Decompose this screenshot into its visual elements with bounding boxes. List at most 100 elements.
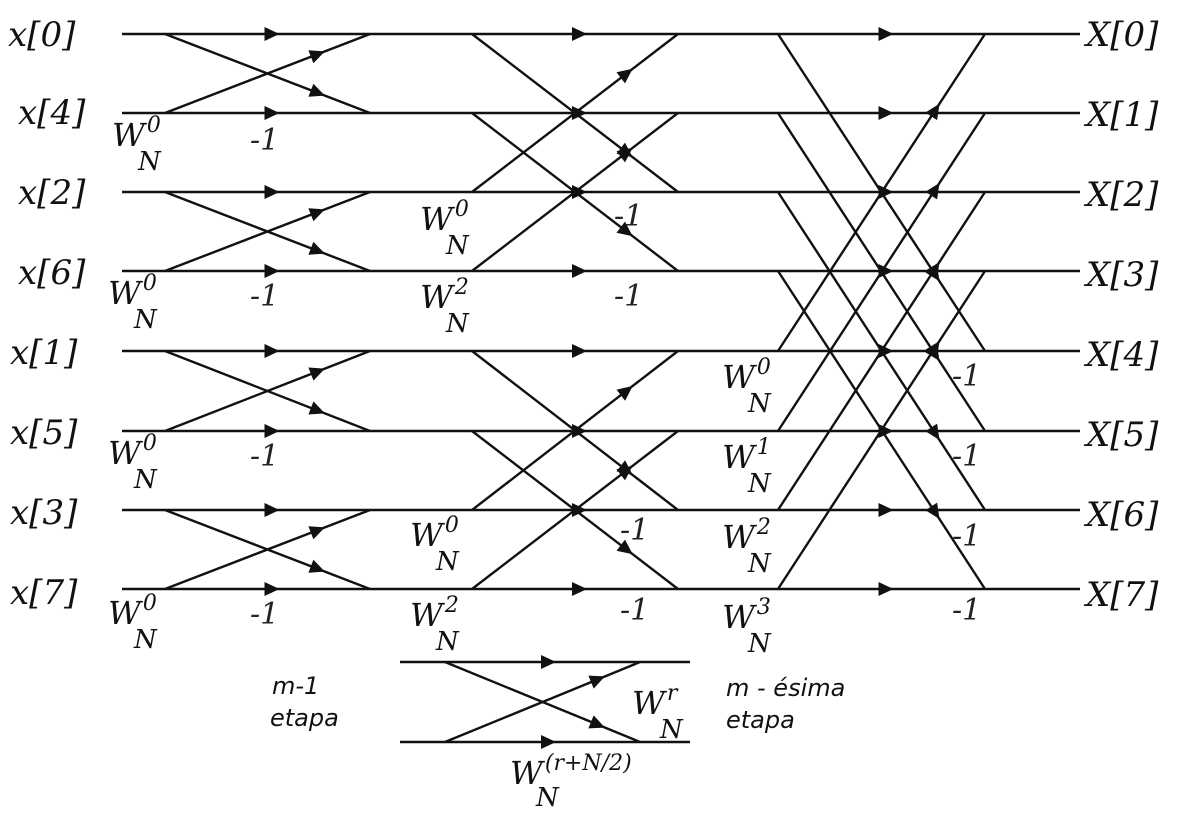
arrow-head <box>616 386 633 401</box>
svg-text:N: N <box>137 147 162 177</box>
minus-one-label: -1 <box>614 279 643 314</box>
arrow-head <box>925 423 940 440</box>
arrow-head <box>878 344 894 358</box>
arrow-head <box>616 465 633 481</box>
svg-text:W2: W2 <box>410 593 459 634</box>
svg-text:N: N <box>445 309 470 339</box>
input-label: x[5] <box>10 413 78 453</box>
butterfly-diagonal <box>164 349 371 433</box>
svg-text:N: N <box>435 627 460 657</box>
arrow-head <box>308 241 325 255</box>
flow-arrows <box>264 27 940 749</box>
twiddle-factor: W0 N <box>420 197 470 261</box>
arrow-head <box>925 502 940 519</box>
twiddle-factor: W(r+N/2) N <box>510 751 632 813</box>
arrow-head <box>308 401 325 415</box>
svg-text:N: N <box>747 629 772 659</box>
legend-left-line1: m-1 <box>272 672 319 700</box>
output-label: X[3] <box>1083 255 1159 295</box>
svg-text:N: N <box>133 625 158 655</box>
twiddle-factor: W2 N <box>722 515 772 579</box>
svg-text:N: N <box>659 715 684 745</box>
svg-text:W1: W1 <box>722 435 771 476</box>
minus-one-label: -1 <box>952 359 981 394</box>
output-label: X[0] <box>1083 15 1159 55</box>
arrow-head <box>588 675 605 689</box>
stage2-negations: -1 -1 -1 -1 <box>614 199 649 628</box>
svg-text:N: N <box>435 547 460 577</box>
arrow-head <box>264 106 280 120</box>
arrow-head <box>572 582 587 596</box>
arrow-head <box>588 715 605 729</box>
svg-text:W0: W0 <box>108 591 157 632</box>
svg-text:W0: W0 <box>112 113 161 154</box>
arrow-head <box>308 83 325 97</box>
input-label: x[6] <box>18 253 86 293</box>
arrow-head <box>264 424 280 438</box>
svg-text:W(r+N/2): W(r+N/2) <box>510 751 632 792</box>
svg-text:W0: W0 <box>410 513 459 554</box>
butterfly-diagonal <box>164 508 371 591</box>
arrow-head <box>572 424 587 438</box>
minus-one-label: -1 <box>614 199 643 234</box>
arrow-head <box>308 526 325 540</box>
arrow-head <box>572 344 587 358</box>
butterfly-legend: m-1 etapa m - ésima etapa Wr N W(r+N/2) … <box>270 672 845 813</box>
input-label: x[7] <box>10 573 78 613</box>
butterfly-diagonal <box>164 32 371 115</box>
minus-one-label: -1 <box>620 513 649 548</box>
minus-one-label: -1 <box>620 593 649 628</box>
output-label: X[5] <box>1083 415 1159 455</box>
input-label: x[0] <box>8 15 76 55</box>
svg-text:W0: W0 <box>420 197 469 238</box>
twiddle-factor: W3 N <box>722 595 772 659</box>
arrow-head <box>878 582 894 596</box>
svg-text:W3: W3 <box>722 595 771 636</box>
input-labels: x[0] x[4] x[2] x[6] x[1] x[5] x[3] x[7] <box>8 15 86 613</box>
twiddle-factor: W0 N <box>108 431 158 495</box>
minus-one-label: -1 <box>250 123 279 158</box>
stage3-negations: -1 -1 -1 -1 <box>952 359 981 628</box>
arrow-head <box>264 582 280 596</box>
arrow-head <box>264 264 280 278</box>
minus-one-label: -1 <box>952 593 981 628</box>
svg-text:W0: W0 <box>108 431 157 472</box>
arrow-head <box>616 539 633 555</box>
svg-text:N: N <box>535 783 560 811</box>
minus-one-label: -1 <box>250 279 279 314</box>
arrow-head <box>878 106 894 120</box>
arrow-head <box>308 367 325 381</box>
stage1-negations: -1 -1 -1 -1 <box>250 123 279 632</box>
arrow-head <box>308 559 325 573</box>
svg-text:Wr: Wr <box>632 681 679 722</box>
minus-one-label: -1 <box>952 439 981 474</box>
minus-one-label: -1 <box>250 439 279 474</box>
output-label: X[7] <box>1083 575 1159 615</box>
arrow-head <box>878 424 894 438</box>
arrow-head <box>572 106 587 120</box>
svg-text:N: N <box>133 305 158 335</box>
svg-text:W2: W2 <box>420 275 469 316</box>
arrow-head <box>264 27 280 41</box>
svg-text:W2: W2 <box>722 515 771 556</box>
twiddle-factor: W0 N <box>112 113 162 177</box>
arrow-head <box>878 27 894 41</box>
output-label: X[4] <box>1083 335 1159 375</box>
svg-text:N: N <box>133 465 158 495</box>
arrow-head <box>878 503 894 517</box>
arrow-head <box>308 50 325 64</box>
twiddle-factor: W0 N <box>108 591 158 655</box>
svg-text:N: N <box>747 389 772 419</box>
output-label: X[6] <box>1083 495 1159 535</box>
svg-text:N: N <box>747 549 772 579</box>
legend-right-line2: etapa <box>726 706 795 734</box>
stage1-twiddles: W0 N W0 N W0 N W0 N <box>108 113 162 655</box>
arrow-head <box>264 185 280 199</box>
arrow-head <box>925 183 940 200</box>
minus-one-label: -1 <box>952 519 981 554</box>
arrow-head <box>616 147 633 163</box>
output-label: X[1] <box>1083 95 1159 135</box>
signal-rails <box>122 32 1080 591</box>
svg-text:W0: W0 <box>722 355 771 396</box>
twiddle-factor: W2 N <box>420 275 470 339</box>
